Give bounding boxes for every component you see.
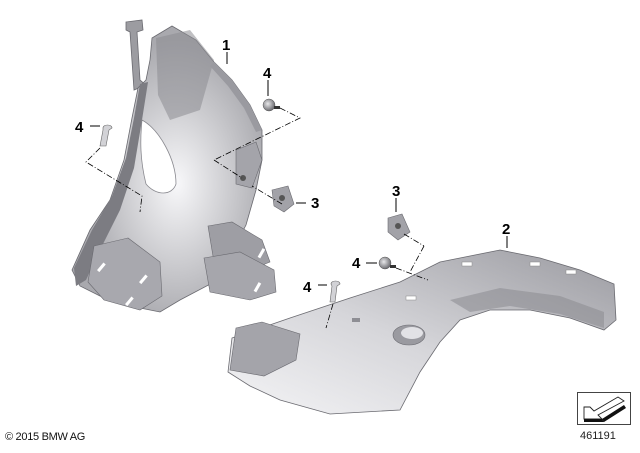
callout-part-4-right: 4 xyxy=(352,255,361,272)
part-2-right-trim-panel xyxy=(227,249,617,415)
part-3-clip-nut-upper xyxy=(271,185,295,213)
orientation-arrow-box xyxy=(577,392,631,425)
callout-part-3-lower: 3 xyxy=(392,183,401,200)
callout-part-4-upper: 4 xyxy=(263,65,272,82)
part-4-rivet-left xyxy=(99,124,113,147)
part-4-screw-right xyxy=(378,256,396,270)
diagram-reference-number: 461191 xyxy=(580,430,616,442)
part-4-rivet-lower xyxy=(329,280,341,303)
callout-part-3-upper: 3 xyxy=(311,195,320,212)
dash-dot-assembly-lines xyxy=(85,107,429,329)
callout-part-1: 1 xyxy=(222,37,231,54)
callout-part-2: 2 xyxy=(502,221,511,238)
callout-part-4-lower: 4 xyxy=(303,279,312,296)
part-1-left-trim-panel xyxy=(71,19,277,313)
callout-part-4-left: 4 xyxy=(75,119,84,136)
copyright-text: © 2015 BMW AG xyxy=(5,431,86,443)
part-3-clip-nut-lower xyxy=(387,213,411,241)
leader-lines xyxy=(90,52,508,286)
orientation-arrow-icon xyxy=(583,396,626,422)
part-4-screw-upper xyxy=(262,98,280,112)
